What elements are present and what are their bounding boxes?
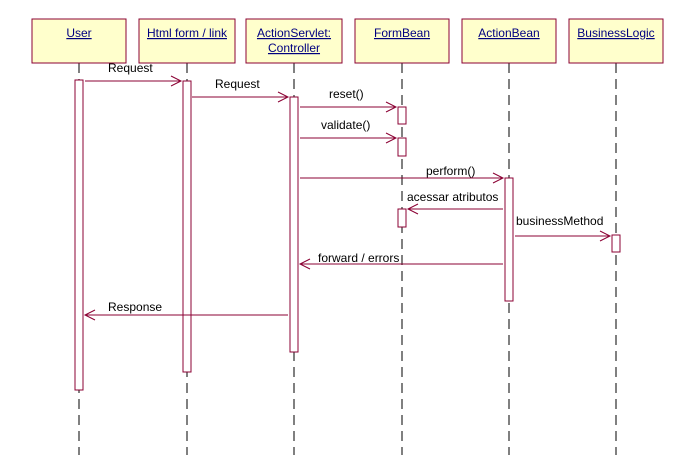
- message-label-reset: reset(): [329, 87, 364, 101]
- participant-label-servlet-1: ActionServlet:: [257, 26, 331, 40]
- participant-label-logic: BusinessLogic: [577, 26, 654, 40]
- arrowhead-reset: [385, 101, 398, 113]
- message-label-forward: forward / errors: [318, 251, 399, 265]
- activation-bar-servlet: [289, 96, 299, 353]
- activation-bar-logic: [611, 234, 621, 253]
- participant-box-logic: [568, 18, 664, 64]
- participant-label-html: Html form / link: [147, 26, 228, 40]
- activation-bar-user: [74, 79, 84, 391]
- arrowhead-acessar: [406, 203, 419, 215]
- activation-bar-actionbean: [504, 177, 514, 302]
- arrowhead-request-1: [170, 75, 183, 87]
- participant-label-user: User: [66, 26, 91, 40]
- participant-label-actionbean: ActionBean: [478, 26, 539, 40]
- arrowhead-business: [599, 230, 612, 242]
- message-label-business: businessMethod: [516, 214, 603, 228]
- participant-box-formbean: [354, 18, 450, 64]
- participant-label-formbean: FormBean: [374, 26, 430, 40]
- participant-box-actionbean: [461, 18, 557, 64]
- message-label-validate: validate(): [321, 118, 370, 132]
- participant-label-servlet-2: Controller: [268, 41, 320, 55]
- arrowhead-forward: [298, 258, 311, 270]
- arrowhead-perform: [492, 172, 505, 184]
- participant-box-user: [31, 18, 127, 64]
- activation-bar-formbean: [397, 137, 407, 157]
- activation-bar-html: [182, 80, 192, 373]
- message-label-response: Response: [108, 300, 162, 314]
- activation-bar-formbean: [397, 208, 407, 228]
- message-label-perform: perform(): [426, 164, 475, 178]
- participant-box-servlet: [245, 18, 343, 64]
- message-label-request-2: Request: [215, 77, 260, 91]
- arrowhead-validate: [385, 132, 398, 144]
- message-label-request-1: Request: [108, 61, 153, 75]
- arrowhead-response: [83, 309, 96, 321]
- arrowhead-request-2: [277, 91, 290, 103]
- participant-box-html: [138, 18, 236, 64]
- message-label-acessar: acessar atributos: [407, 190, 498, 204]
- activation-bar-formbean: [397, 106, 407, 125]
